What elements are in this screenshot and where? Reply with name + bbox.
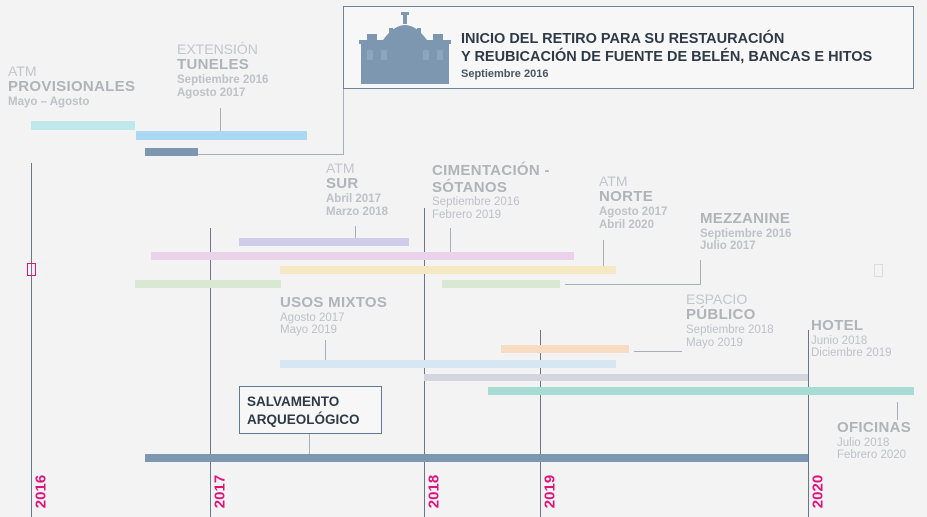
label-mezzanine: MEZZANINE Septiembre 2016 Julio 2017 bbox=[700, 210, 792, 253]
year-text: 2018 bbox=[425, 474, 443, 509]
label-date-start: Agosto 2017 bbox=[280, 311, 345, 324]
connector-espacio-publico bbox=[634, 351, 682, 352]
year-label-2019: 2019 bbox=[541, 469, 559, 513]
label-pre: ATM bbox=[8, 63, 37, 79]
building-icon bbox=[359, 12, 451, 84]
label-hotel: HOTEL Junio 2018 Diciembre 2019 bbox=[811, 317, 892, 360]
label-title: MEZZANINE bbox=[700, 210, 791, 227]
label-date-start: Septiembre 2018 bbox=[686, 323, 774, 336]
label-date-start: Agosto 2017 bbox=[599, 205, 668, 218]
bar-oficinas bbox=[488, 387, 914, 395]
label-oficinas: OFICINAS Julio 2018 Febrero 2020 bbox=[837, 419, 912, 462]
label-date-start: Septiembre 2016 bbox=[177, 73, 269, 86]
bar-mezzanine-b bbox=[442, 280, 560, 288]
salvamento-box: SALVAMENTO ARQUEOLÓGICO bbox=[239, 386, 382, 434]
year-label-2017: 2017 bbox=[211, 469, 229, 513]
bar-salvamento bbox=[145, 454, 808, 462]
label-cimentacion: CIMENTACIÓN - SÓTANOS Septiembre 2016 Fe… bbox=[432, 162, 550, 221]
connector-salvamento bbox=[309, 434, 310, 454]
label-pre: ATM bbox=[599, 173, 628, 189]
label-date-start: Abril 2017 bbox=[326, 192, 381, 205]
connector-atm-sur bbox=[355, 226, 356, 238]
label-title: CIMENTACIÓN - bbox=[432, 162, 550, 179]
label-title: PÚBLICO bbox=[686, 306, 756, 324]
connector-cimentacion bbox=[450, 228, 451, 252]
label-title-2: SÓTANOS bbox=[432, 178, 508, 196]
label-tuneles: EXTENSIÓN TUNELES Septiembre 2016 Agosto… bbox=[177, 41, 269, 99]
connector-fuente-h bbox=[198, 154, 343, 155]
label-espacio-publico: ESPACIO PÚBLICO Septiembre 2018 Mayo 201… bbox=[686, 291, 774, 349]
label-date-end: Marzo 2018 bbox=[326, 205, 389, 218]
connector-mezzanine-h bbox=[565, 284, 700, 285]
label-date-end: Mayo 2019 bbox=[686, 336, 743, 349]
year-text: 2017 bbox=[211, 474, 229, 509]
missing-glyph-icon bbox=[27, 263, 36, 276]
label-title: TUNELES bbox=[177, 56, 250, 74]
year-line-2016 bbox=[31, 163, 32, 517]
salvamento-line1: SALVAMENTO bbox=[247, 394, 340, 409]
label-pre: ATM bbox=[326, 160, 355, 176]
label-date-end: Abril 2020 bbox=[599, 218, 654, 231]
label-date-end: Mayo 2019 bbox=[280, 324, 337, 337]
connector-mezzanine-v bbox=[700, 260, 701, 285]
label-date-start: Septiembre 2016 bbox=[700, 227, 792, 240]
label-date-end: Diciembre 2019 bbox=[811, 347, 892, 360]
label-date-end: Julio 2017 bbox=[700, 240, 756, 253]
callout-box: INICIO DEL RETIRO PARA SU RESTAURACIÓN Y… bbox=[343, 6, 914, 89]
label-title: SUR bbox=[326, 175, 359, 193]
year-label-2020: 2020 bbox=[809, 469, 827, 513]
label-date-start: Julio 2018 bbox=[837, 436, 890, 449]
year-line-2020 bbox=[808, 330, 809, 517]
bar-atm-provisionales bbox=[31, 121, 135, 130]
year-line-2017 bbox=[210, 228, 211, 517]
label-title: USOS MIXTOS bbox=[280, 294, 388, 311]
bar-usos-mixtos bbox=[280, 360, 616, 368]
bar-atm-sur bbox=[239, 238, 409, 246]
connector-atm-norte bbox=[603, 240, 604, 266]
salvamento-line2: ARQUEOLÓGICO bbox=[247, 412, 360, 427]
bar-atm-norte bbox=[280, 266, 616, 274]
label-title: HOTEL bbox=[811, 317, 864, 334]
bar-fuente-belen bbox=[145, 148, 198, 156]
callout-title-line1: INICIO DEL RETIRO PARA SU RESTAURACIÓN bbox=[461, 31, 785, 47]
label-title: OFICINAS bbox=[837, 419, 912, 436]
label-date: Mayo – Agosto bbox=[8, 95, 90, 108]
connector-fuente-v bbox=[343, 89, 344, 155]
label-pre: EXTENSIÓN bbox=[177, 41, 258, 57]
year-label-2018: 2018 bbox=[425, 469, 443, 513]
label-date-end: Agosto 2017 bbox=[177, 86, 246, 99]
connector-usos-mixtos bbox=[325, 340, 326, 360]
label-title: NORTE bbox=[599, 188, 653, 206]
year-text: 2016 bbox=[32, 474, 50, 509]
bar-cimentacion bbox=[151, 252, 574, 260]
label-atm-sur: ATM SUR Abril 2017 Marzo 2018 bbox=[326, 160, 389, 218]
connector-oficinas bbox=[897, 402, 898, 420]
bar-tuneles bbox=[136, 131, 307, 140]
label-date-start: Junio 2018 bbox=[811, 334, 868, 347]
label-atm-provisionales: ATM PROVISIONALES Mayo – Agosto bbox=[8, 63, 136, 109]
bar-espacio-publico bbox=[501, 345, 629, 353]
year-text: 2019 bbox=[541, 474, 559, 509]
label-date-end: Febrero 2020 bbox=[837, 449, 907, 462]
missing-glyph-icon bbox=[874, 264, 883, 277]
year-line-2019 bbox=[540, 330, 541, 517]
bar-mezzanine-a bbox=[135, 280, 281, 288]
label-title: PROVISIONALES bbox=[8, 78, 136, 96]
label-date-start: Septiembre 2016 bbox=[432, 196, 520, 208]
bar-hotel bbox=[424, 374, 808, 381]
year-label-2016: 2016 bbox=[32, 469, 50, 513]
callout-title-line2: Y REUBICACIÓN DE FUENTE DE BELÉN, BANCAS… bbox=[461, 49, 873, 65]
year-text: 2020 bbox=[809, 474, 827, 509]
label-date-end: Febrero 2019 bbox=[432, 208, 502, 221]
label-atm-norte: ATM NORTE Agosto 2017 Abril 2020 bbox=[599, 173, 668, 231]
connector-tuneles bbox=[220, 108, 221, 131]
callout-date: Septiembre 2016 bbox=[461, 68, 549, 80]
label-pre: ESPACIO bbox=[686, 291, 748, 307]
label-usos-mixtos: USOS MIXTOS Agosto 2017 Mayo 2019 bbox=[280, 294, 388, 337]
